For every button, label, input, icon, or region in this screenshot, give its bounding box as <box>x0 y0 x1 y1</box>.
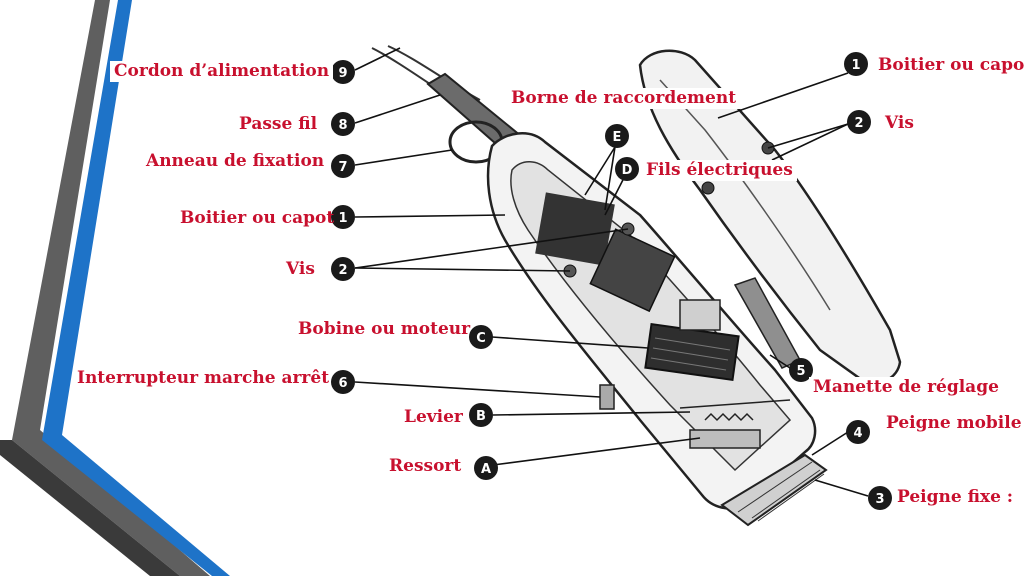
label-cordon: Cordon d’alimentation <box>110 61 334 82</box>
label-interrupteur: Interrupteur marche arrêt <box>77 368 330 388</box>
marker-D: D <box>615 157 639 181</box>
marker-9: 9 <box>331 60 355 84</box>
marker-3: 3 <box>868 486 892 510</box>
label-fils: Fils électriques <box>642 160 797 181</box>
label-bobine: Bobine ou moteur <box>298 319 471 339</box>
blade-set <box>720 453 828 527</box>
label-passe-fil: Passe fil <box>239 114 318 134</box>
marker-1-left: 1 <box>331 205 355 229</box>
label-ressort: Ressort <box>389 456 462 476</box>
marker-A: A <box>474 456 498 480</box>
marker-E: E <box>605 124 629 148</box>
marker-C-text: C <box>476 331 486 346</box>
marker-E-text: E <box>613 130 622 145</box>
marker-D-text: D <box>622 163 633 178</box>
marker-1-left-text: 1 <box>338 211 347 226</box>
marker-1-right-text: 1 <box>851 58 860 73</box>
marker-5-text: 5 <box>796 364 805 379</box>
marker-8: 8 <box>331 112 355 136</box>
motor-assembly <box>535 192 740 382</box>
blue-stripe <box>42 0 230 576</box>
marker-6-text: 6 <box>338 376 347 391</box>
gray-stripe <box>12 0 210 576</box>
switch <box>599 384 615 410</box>
marker-B: B <box>469 403 493 427</box>
label-manette: Manette de réglage <box>809 377 1003 398</box>
marker-7-text: 7 <box>338 160 347 175</box>
marker-C: C <box>469 325 493 349</box>
marker-4-text: 4 <box>853 426 862 441</box>
marker-9-text: 9 <box>338 66 347 81</box>
marker-5: 5 <box>789 358 813 382</box>
marker-2-left-text: 2 <box>338 263 347 278</box>
slide-decoration <box>0 0 230 576</box>
marker-4: 4 <box>846 420 870 444</box>
label-vis-right: Vis <box>885 113 914 133</box>
label-levier: Levier <box>404 407 463 427</box>
marker-6: 6 <box>331 370 355 394</box>
marker-3-text: 3 <box>875 492 884 507</box>
marker-2-right-text: 2 <box>854 116 863 131</box>
spring-lever <box>679 399 791 449</box>
marker-2-left: 2 <box>331 257 355 281</box>
label-anneau: Anneau de fixation <box>146 151 325 171</box>
marker-1-right: 1 <box>844 52 868 76</box>
marker-2-right: 2 <box>847 110 871 134</box>
marker-7: 7 <box>331 154 355 178</box>
label-peigne-fixe: Peigne fixe : <box>897 487 1014 507</box>
label-boitier-left: Boitier ou capot <box>180 208 335 228</box>
dark-stripe <box>0 440 180 576</box>
label-vis-left: Vis <box>286 259 315 279</box>
marker-A-text: A <box>481 462 491 477</box>
label-peigne-mobile: Peigne mobile <box>886 413 1022 433</box>
marker-B-text: B <box>476 409 486 424</box>
marker-8-text: 8 <box>338 118 347 133</box>
label-boitier-right: Boitier ou capot <box>874 55 1024 76</box>
label-borne: Borne de raccordement <box>507 88 741 109</box>
